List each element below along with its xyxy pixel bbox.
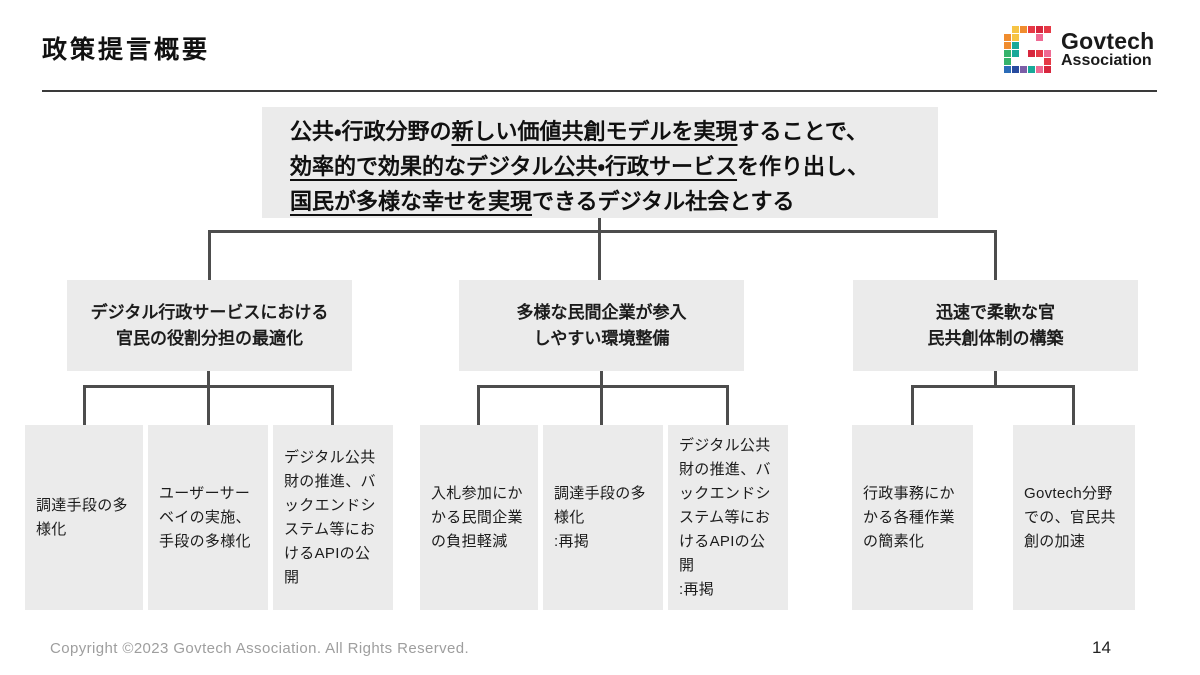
page-number: 14 xyxy=(1092,638,1111,657)
leaf-label-5: 調達手段の多様化 :再掲 xyxy=(554,484,646,550)
logo-tile xyxy=(1036,50,1043,57)
connector-b2-drop-right xyxy=(726,385,729,425)
logo-tile xyxy=(1004,50,1011,57)
connector-b3-drop-right xyxy=(1072,385,1075,425)
connector-b2-horizontal xyxy=(477,385,729,388)
logo-tile xyxy=(1012,66,1019,73)
branch-box-1: デジタル行政サービスにおける 官民の役割分担の最適化 xyxy=(67,280,352,371)
logo-tile xyxy=(1044,66,1051,73)
leaf-box-3: デジタル公共財の推進、バックエンドシステム等におけるAPIの公開 xyxy=(273,425,393,610)
connector-b1-center xyxy=(207,371,210,425)
connector-top-stub xyxy=(598,218,601,233)
logo-subname: Association xyxy=(1061,52,1152,70)
headline-line1-post: することで、 xyxy=(737,119,868,144)
logo-tile xyxy=(1012,42,1019,49)
title-divider xyxy=(42,90,1157,92)
connector-b3-center xyxy=(994,371,997,387)
leaf-box-7: 行政事務にかかる各種作業の簡素化 xyxy=(852,425,973,610)
logo-tile xyxy=(1044,50,1051,57)
logo-tile xyxy=(1020,26,1027,33)
branch-label-2: 多様な民間企業が参入 しやすい環境整備 xyxy=(516,302,687,348)
leaf-box-5: 調達手段の多様化 :再掲 xyxy=(543,425,663,610)
connector-b1-drop-right xyxy=(331,385,334,425)
headline-line-1: 公共・行政分野の新しい価値共創モデルを実現することで、 xyxy=(290,114,928,149)
connector-drop-center xyxy=(598,230,601,280)
leaf-box-6: デジタル公共財の推進、バックエンドシステム等におけるAPIの公開 :再掲 xyxy=(668,425,788,610)
govtech-logo-icon xyxy=(1004,26,1051,73)
connector-drop-left xyxy=(208,230,211,280)
headline-line2-underlined: 効率的で効果的なデジタル公共・行政サービス xyxy=(290,154,738,179)
leaf-label-8: Govtech分野での、官民共創の加速 xyxy=(1024,484,1116,550)
branch-box-2: 多様な民間企業が参入 しやすい環境整備 xyxy=(459,280,744,371)
headline-line1-pre: 公共・行政分野の xyxy=(290,119,452,144)
logo-tile xyxy=(1004,58,1011,65)
logo-tile xyxy=(1036,26,1043,33)
logo-tile xyxy=(1004,42,1011,49)
logo-tile xyxy=(1036,66,1043,73)
leaf-label-1: 調達手段の多様化 xyxy=(36,496,128,538)
logo-tile xyxy=(1020,66,1027,73)
headline-line3-post: できるデジタル社会とする xyxy=(532,189,795,214)
connector-top-horizontal xyxy=(208,230,997,233)
leaf-label-2: ユーザーサーベイの実施、手段の多様化 xyxy=(159,484,251,550)
branch-box-3: 迅速で柔軟な官 民共創体制の構築 xyxy=(853,280,1138,371)
connector-b1-drop-left xyxy=(83,385,86,425)
page-title: 政策提言概要 xyxy=(42,36,211,64)
copyright-text: Copyright ©2023 Govtech Association. All… xyxy=(50,640,470,657)
leaf-box-4: 入札参加にかかる民間企業の負担軽減 xyxy=(420,425,538,610)
leaf-label-6: デジタル公共財の推進、バックエンドシステム等におけるAPIの公開 :再掲 xyxy=(679,436,771,598)
headline-line-2: 効率的で効果的なデジタル公共・行政サービスを作り出し、 xyxy=(290,149,928,184)
leaf-box-1: 調達手段の多様化 xyxy=(25,425,143,610)
headline-line1-underlined: 新しい価値共創モデルを実現 xyxy=(451,119,738,144)
leaf-box-8: Govtech分野での、官民共創の加速 xyxy=(1013,425,1135,610)
logo-tile xyxy=(1036,34,1043,41)
headline-line3-underlined: 国民が多様な幸せを実現 xyxy=(290,189,533,214)
headline-box: 公共・行政分野の新しい価値共創モデルを実現することで、 効率的で効果的なデジタル… xyxy=(262,107,938,218)
logo-tile xyxy=(1044,58,1051,65)
connector-b2-center xyxy=(600,371,603,425)
connector-b3-horizontal xyxy=(911,385,1075,388)
logo-tile xyxy=(1044,26,1051,33)
connector-drop-right xyxy=(994,230,997,280)
headline-line-3: 国民が多様な幸せを実現できるデジタル社会とする xyxy=(290,184,928,219)
branch-label-3: 迅速で柔軟な官 民共創体制の構築 xyxy=(927,302,1064,348)
logo-name: Govtech xyxy=(1061,28,1155,55)
logo-tile xyxy=(1012,34,1019,41)
logo-tile xyxy=(1028,50,1035,57)
logo-tile xyxy=(1012,50,1019,57)
connector-b2-drop-left xyxy=(477,385,480,425)
connector-b1-horizontal xyxy=(83,385,334,388)
leaf-label-7: 行政事務にかかる各種作業の簡素化 xyxy=(863,484,955,550)
govtech-logo-text: Govtech Association xyxy=(1061,29,1154,70)
logo-tile xyxy=(1028,66,1035,73)
logo-tile xyxy=(1004,66,1011,73)
headline-line2-post: を作り出し、 xyxy=(737,154,870,179)
logo-tile xyxy=(1012,26,1019,33)
govtech-logo: Govtech Association xyxy=(1004,26,1154,73)
logo-tile xyxy=(1028,26,1035,33)
leaf-label-4: 入札参加にかかる民間企業の負担軽減 xyxy=(431,484,523,550)
logo-tile xyxy=(1004,34,1011,41)
leaf-box-2: ユーザーサーベイの実施、手段の多様化 xyxy=(148,425,268,610)
branch-label-1: デジタル行政サービスにおける 官民の役割分担の最適化 xyxy=(90,302,329,348)
leaf-label-3: デジタル公共財の推進、バックエンドシステム等におけるAPIの公開 xyxy=(284,448,376,586)
connector-b3-drop-left xyxy=(911,385,914,425)
